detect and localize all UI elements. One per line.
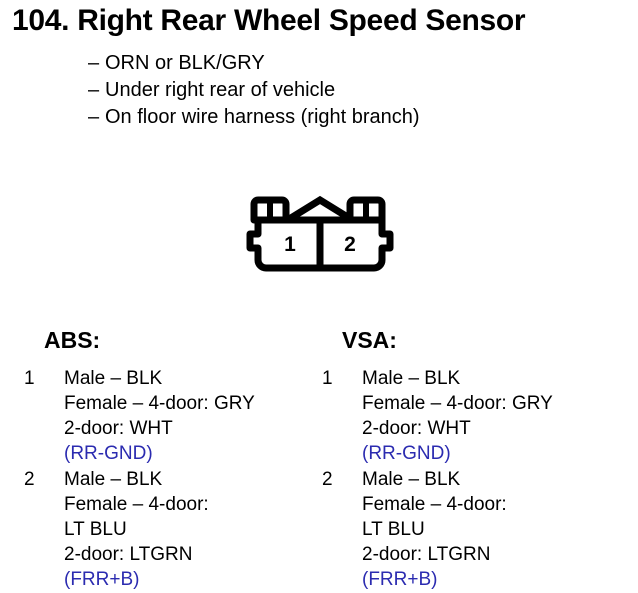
pin-detail-line: Male – BLK — [362, 368, 461, 389]
abs-column-heading: ABS: — [44, 327, 101, 353]
list-item: –On floor wire harness (right branch) — [88, 104, 420, 131]
pin-detail-line: Male – BLK — [64, 469, 163, 490]
list-item-label: ORN or BLK/GRY — [105, 52, 265, 74]
pin-detail-line: 2-door: WHT — [64, 418, 173, 439]
pin-detail-line: Female – 4-door: GRY — [362, 393, 553, 414]
pin-detail-line: LT BLU — [362, 519, 425, 540]
connector-pin-2-label: 2 — [344, 233, 356, 256]
pin-detail-line: Male – BLK — [362, 469, 461, 490]
pin-number: 2 — [24, 469, 35, 490]
description-bullet-list: –ORN or BLK/GRY –Under right rear of veh… — [88, 50, 420, 131]
pin-detail-line: 2-door: LTGRN — [362, 544, 491, 565]
circuit-code: (FRR+B) — [362, 569, 438, 590]
circuit-code: (RR-GND) — [362, 443, 451, 464]
pin-number: 1 — [24, 368, 35, 389]
vsa-pin-1-block: 1 Male – BLK Female – 4-door: GRY 2-door… — [322, 366, 553, 466]
bullet-dash-icon: – — [88, 52, 100, 74]
vsa-pin-2-block: 2 Male – BLK Female – 4-door: LT BLU 2-d… — [322, 467, 553, 592]
pin-detail-line: 2-door: WHT — [362, 418, 471, 439]
pin-detail-line: LT BLU — [64, 519, 127, 540]
list-item: –Under right rear of vehicle — [88, 77, 420, 104]
abs-pin-2-block: 2 Male – BLK Female – 4-door: LT BLU 2-d… — [24, 467, 255, 592]
bullet-dash-icon: – — [88, 79, 100, 101]
vsa-column: VSA: 1 Male – BLK Female – 4-door: GRY 2… — [322, 327, 553, 593]
connector-pin-1-label: 1 — [284, 233, 296, 256]
circuit-code: (RR-GND) — [64, 443, 153, 464]
list-item-label: On floor wire harness (right branch) — [105, 106, 420, 128]
vsa-column-heading: VSA: — [342, 327, 397, 353]
pin-detail-line: Female – 4-door: — [64, 494, 209, 515]
connector-diagram: 1 2 — [244, 190, 396, 274]
list-item-label: Under right rear of vehicle — [105, 79, 336, 101]
pin-detail-line: 2-door: LTGRN — [64, 544, 193, 565]
pin-detail-line: Male – BLK — [64, 368, 163, 389]
pin-number: 1 — [322, 368, 333, 389]
pin-number: 2 — [322, 469, 333, 490]
list-item: –ORN or BLK/GRY — [88, 50, 420, 77]
circuit-code: (FRR+B) — [64, 569, 140, 590]
bullet-dash-icon: – — [88, 106, 100, 128]
pin-detail-line: Female – 4-door: — [362, 494, 507, 515]
abs-pin-1-block: 1 Male – BLK Female – 4-door: GRY 2-door… — [24, 366, 255, 466]
abs-column: ABS: 1 Male – BLK Female – 4-door: GRY 2… — [24, 327, 255, 593]
page-title: 104. Right Rear Wheel Speed Sensor — [12, 4, 526, 37]
pin-detail-line: Female – 4-door: GRY — [64, 393, 255, 414]
connector-outline-shape — [246, 195, 394, 272]
